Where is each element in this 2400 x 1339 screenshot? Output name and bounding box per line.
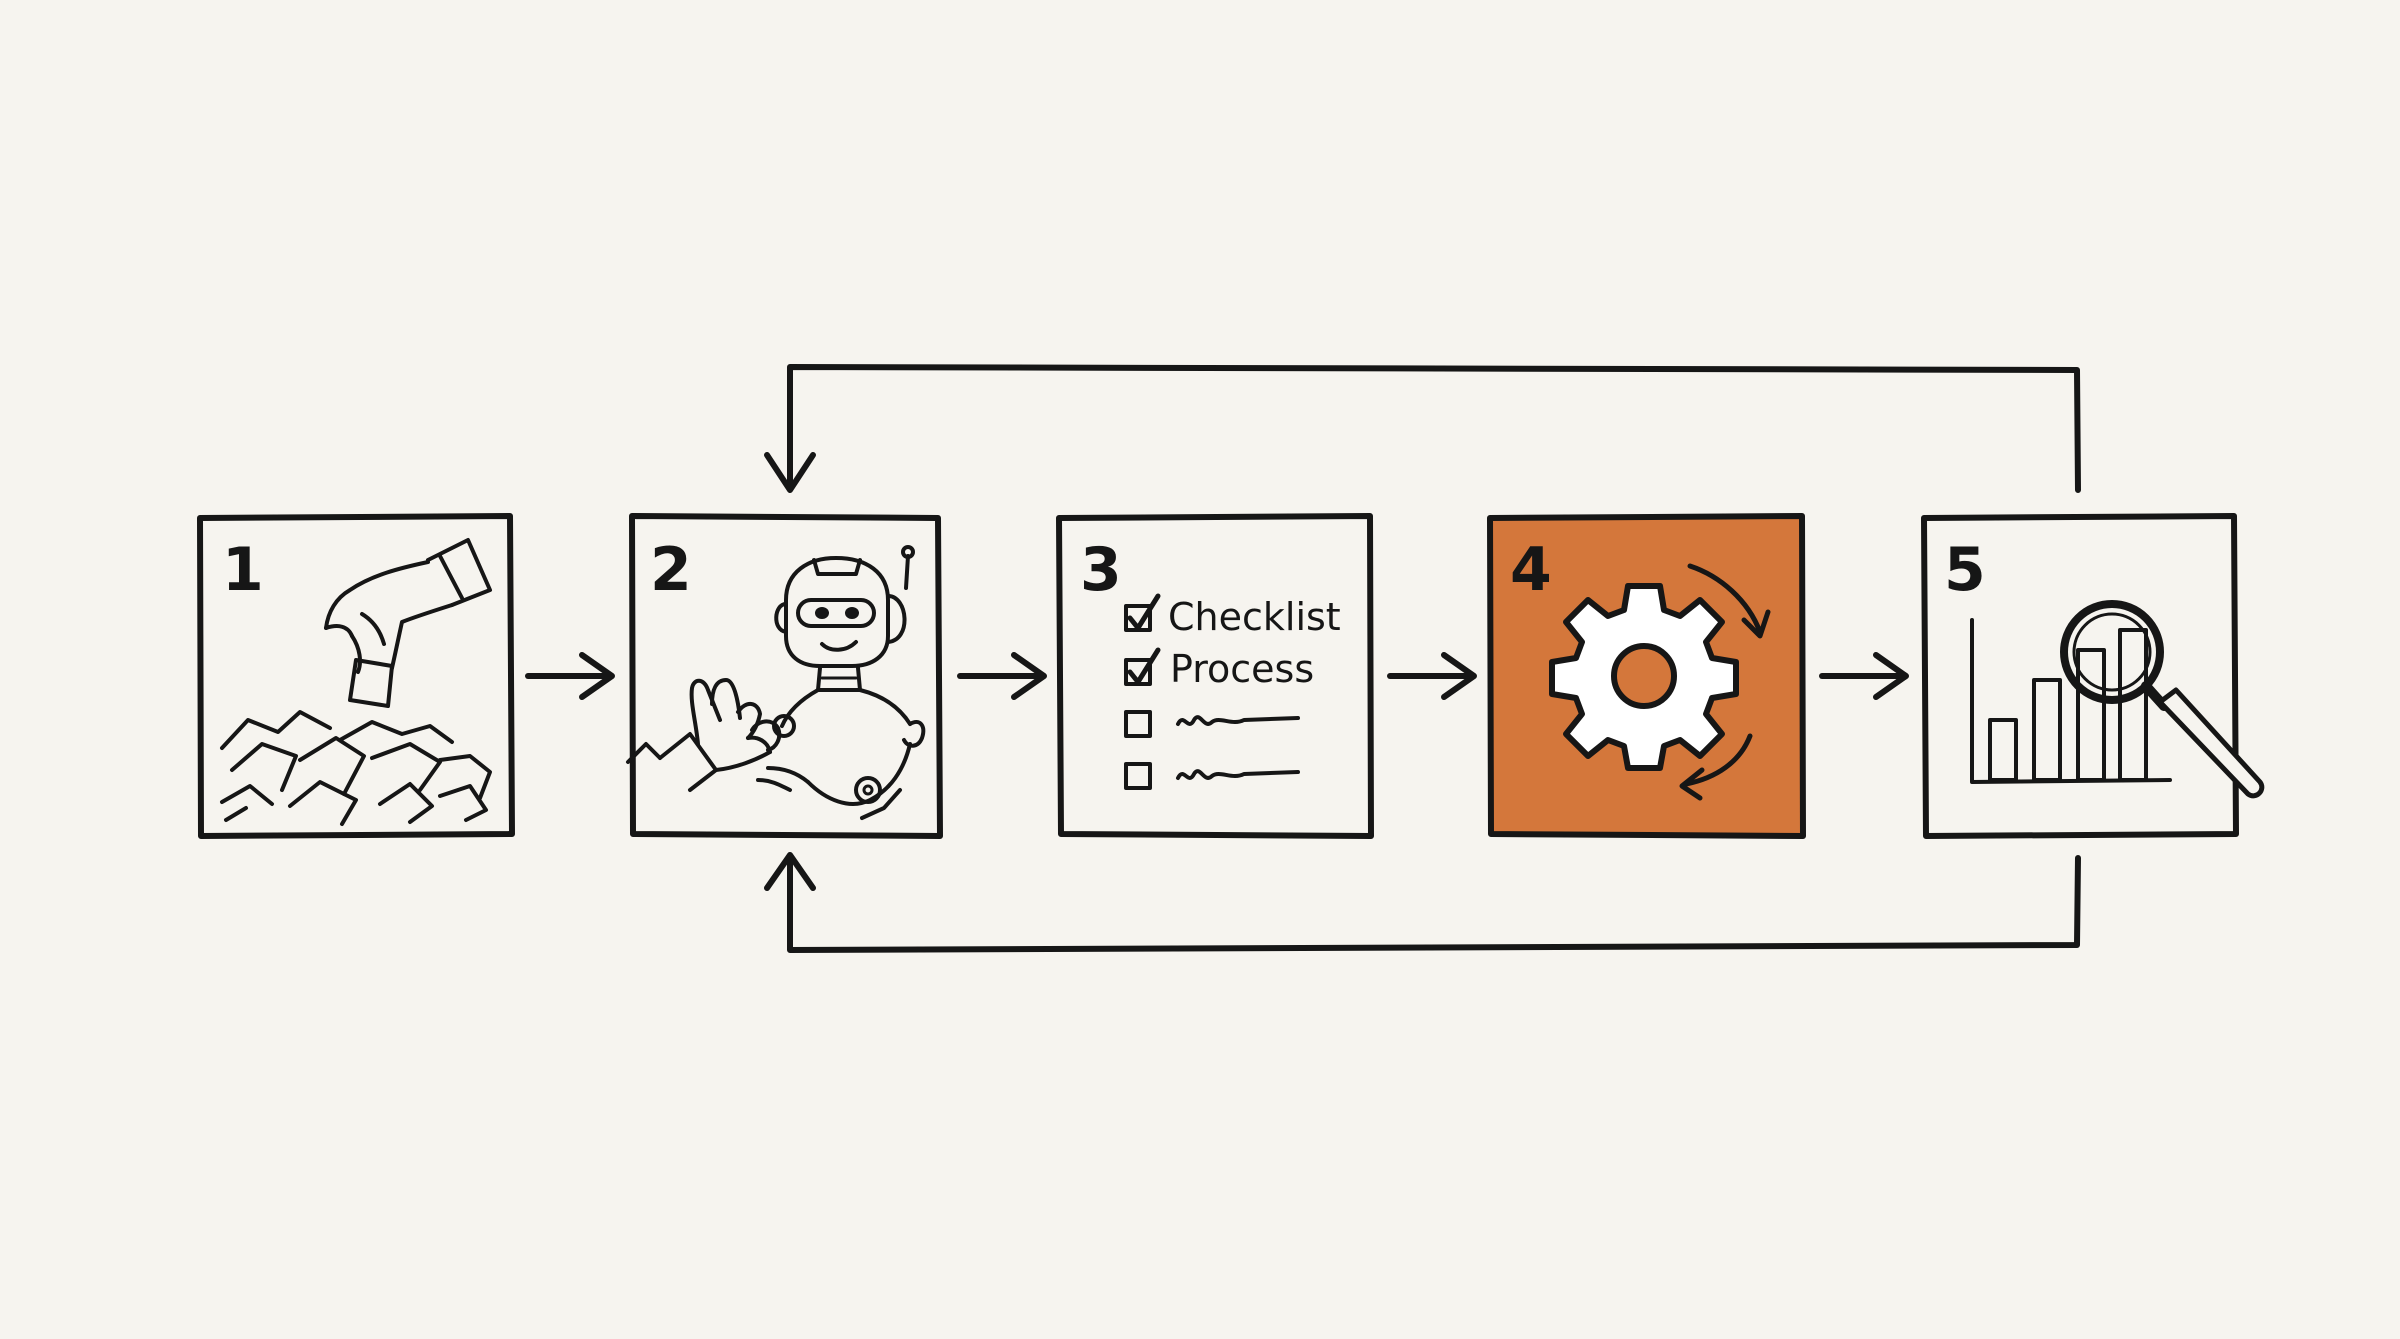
hand-picking-from-pile-icon [220,538,492,826]
checklist-item-4 [1124,762,1300,790]
checklist-item-label: Checklist [1168,595,1341,639]
step-3-number: 3 [1080,535,1122,605]
step-5-number: 5 [1944,535,1986,605]
arrow-step3-to-step4 [1387,652,1477,700]
checklist-item-3 [1124,710,1300,738]
step-3-box: 3 Checklist Process [1056,513,1374,839]
step-4-box: 4 [1487,513,1806,839]
feedback-loop-bottom-arrow [764,852,2081,953]
checklist-item-label: Process [1170,647,1314,691]
checklist-item-1: Checklist [1124,593,1341,639]
checkmark-icon [1127,647,1161,685]
arrow-step1-to-step2 [525,652,615,700]
step-1-number: 1 [222,535,264,605]
checklist-icon: Checklist Process [1124,593,1341,790]
arrow-step4-to-step5 [1819,652,1909,700]
step-4-number: 4 [1510,535,1552,605]
step-1-box: 1 [197,513,515,839]
feedback-loop-top-arrow [764,364,2081,493]
bar-chart-magnifier-icon [1970,600,2265,799]
refresh-arrows-icon [1679,563,1771,801]
step-2-box: 2 [626,513,943,839]
scribble-placeholder [1176,769,1300,780]
step-2-number: 2 [650,535,692,605]
gear-cycle-icon [1549,563,1771,801]
step-5-box: 5 [1921,513,2265,839]
scribble-placeholder [1176,715,1300,726]
checklist-item-2: Process [1124,647,1314,691]
arrow-step2-to-step3 [957,652,1047,700]
checkmark-icon [1127,593,1161,631]
robot-handshake-icon [626,545,926,820]
